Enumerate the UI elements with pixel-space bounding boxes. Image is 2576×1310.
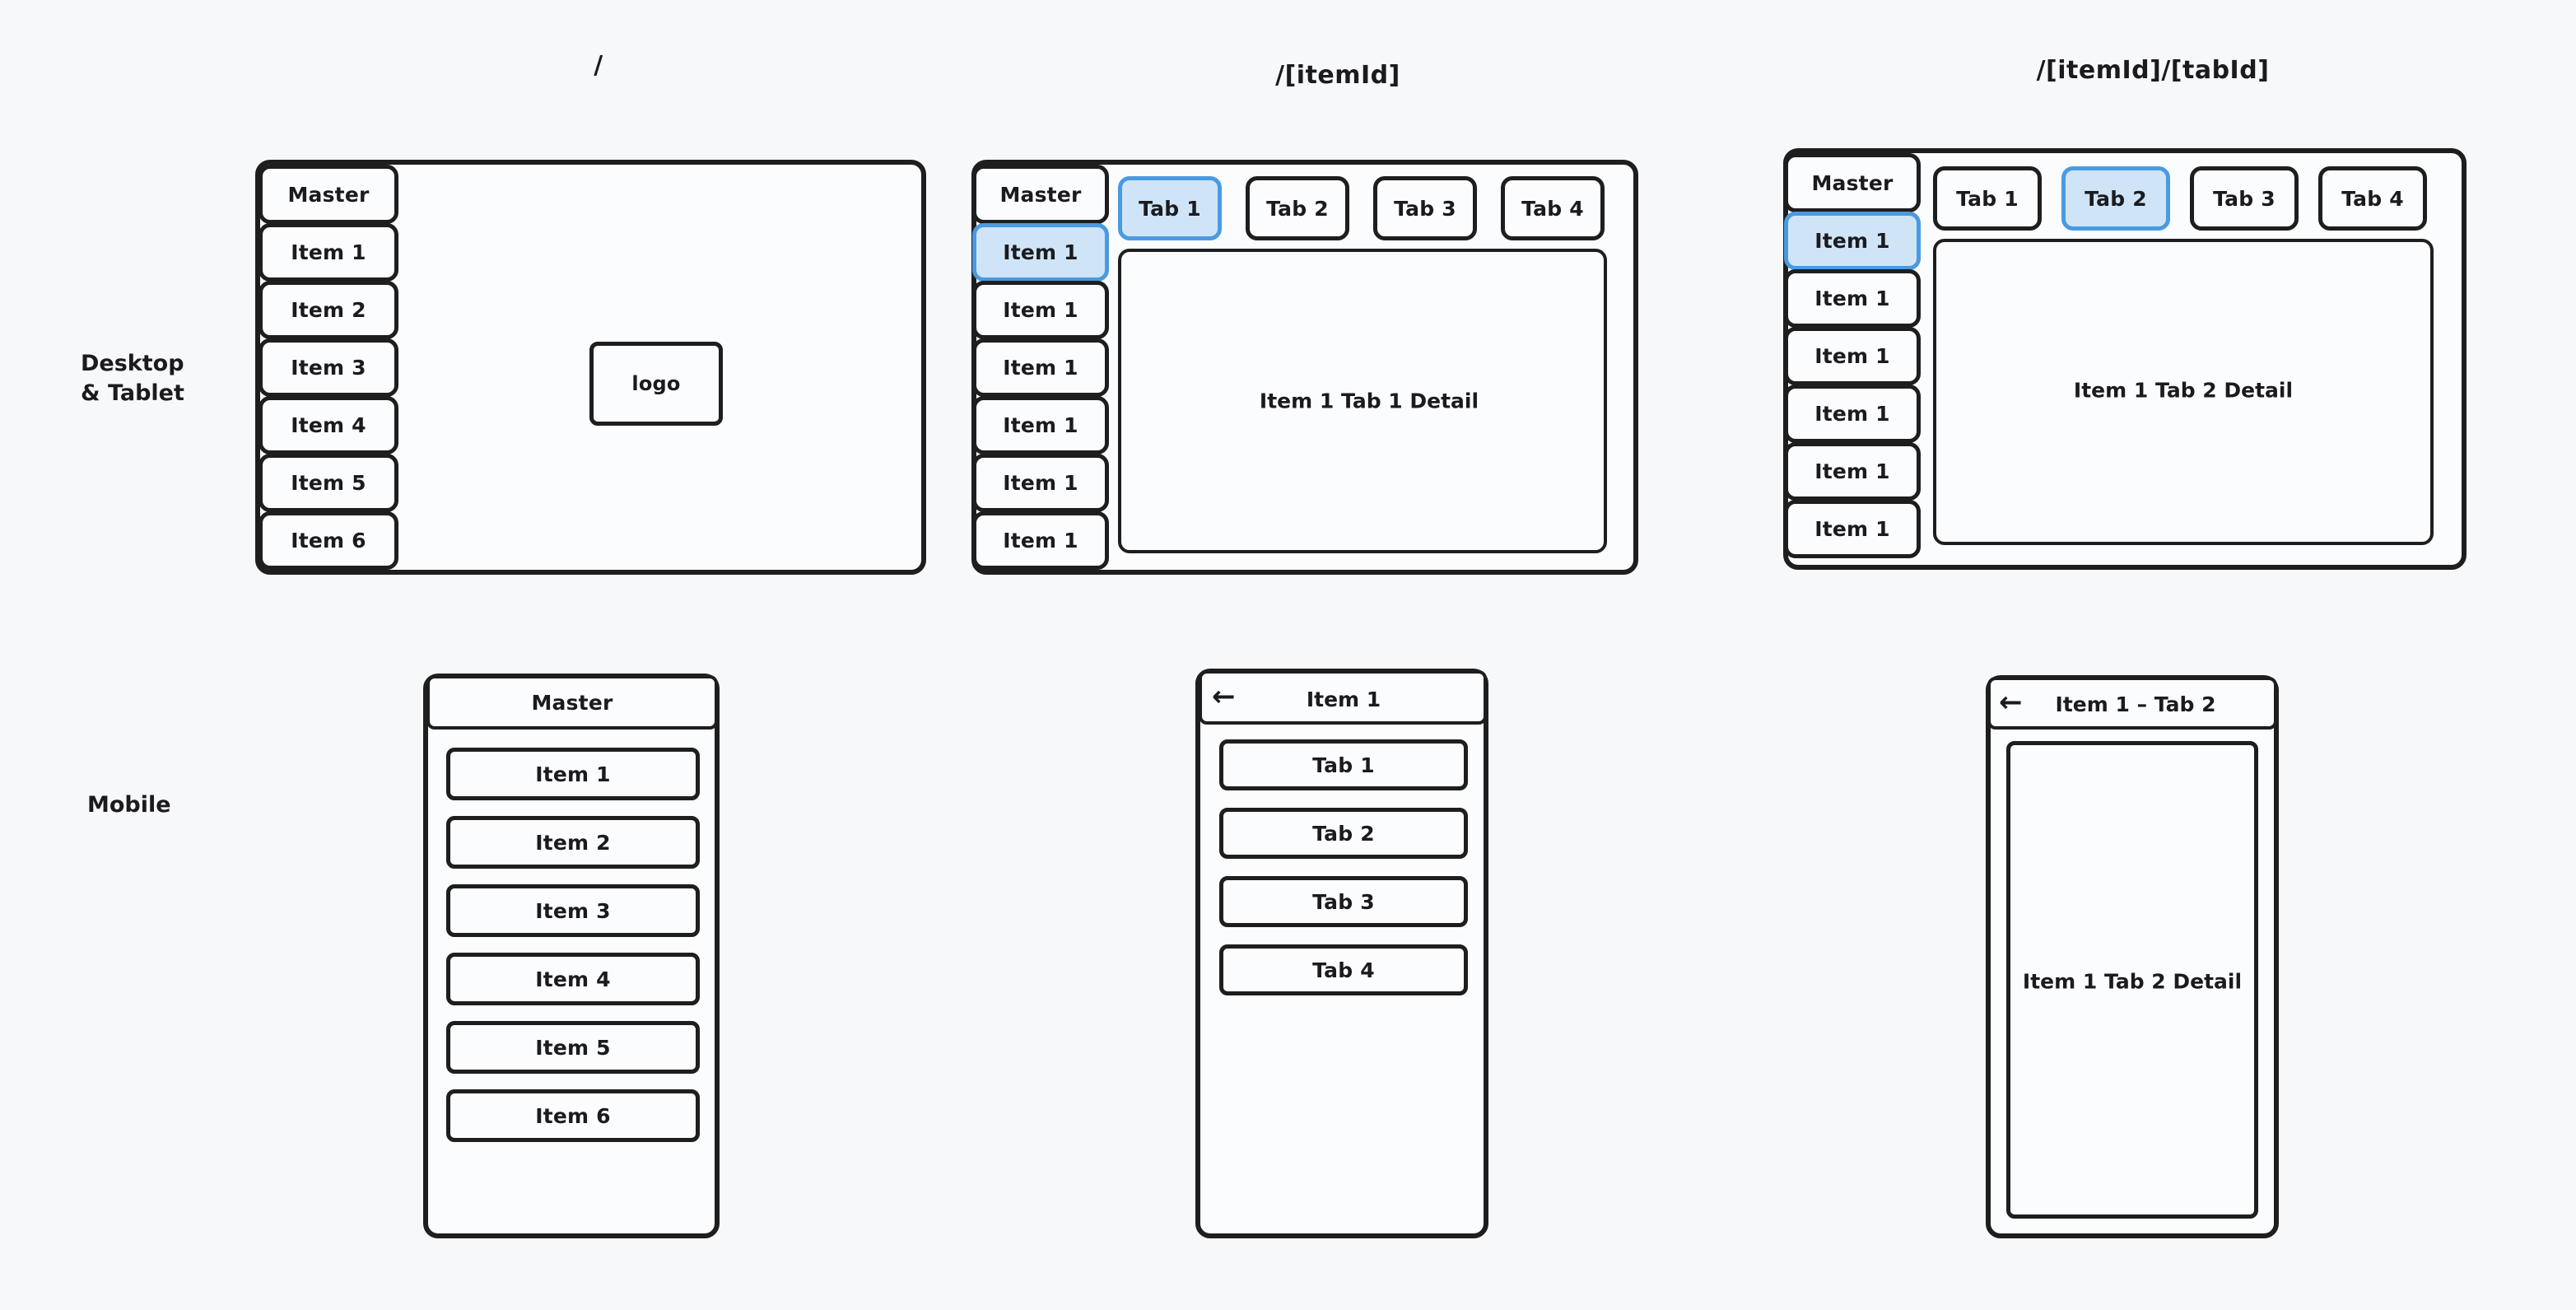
mobile-item-tab-row-1[interactable]: Tab 1 bbox=[1219, 739, 1468, 790]
route-title-item: /[itemId] bbox=[1275, 61, 1400, 90]
desktop-item-tab-tab-label-1: Tab 1 bbox=[1956, 186, 2019, 211]
desktop-item-nav-label-1: Item 1 bbox=[1003, 240, 1078, 264]
mobile-item-tab-label-2: Tab 2 bbox=[1312, 821, 1375, 846]
desktop-item-detail-panel bbox=[1118, 249, 1607, 553]
mobile-item-tab-row-4[interactable]: Tab 4 bbox=[1219, 944, 1468, 995]
desktop-root-nav-item-6[interactable]: Item 6 bbox=[259, 511, 398, 570]
mobile-item-tab-detail-text: Item 1 Tab 2 Detail bbox=[2022, 969, 2243, 994]
desktop-root-nav-label-1: Item 1 bbox=[291, 240, 366, 264]
desktop-item-tab-nav-label-6: Item 1 bbox=[1814, 517, 1890, 541]
desktop-item-nav-item-1[interactable]: Item 1 bbox=[972, 223, 1109, 282]
breakpoint-label-mobile: Mobile bbox=[87, 792, 171, 818]
desktop-root-nav-item-5[interactable]: Item 5 bbox=[259, 454, 398, 512]
desktop-item-tab-3[interactable]: Tab 3 bbox=[1373, 176, 1477, 240]
desktop-root-master-header: Master bbox=[259, 165, 398, 224]
route-title-root: / bbox=[594, 51, 603, 80]
desktop-item-tab-nav-label-5: Item 1 bbox=[1814, 459, 1890, 483]
desktop-root-nav-item-1[interactable]: Item 1 bbox=[259, 223, 398, 282]
desktop-item-tab-label-4: Tab 4 bbox=[1521, 196, 1584, 221]
mobile-master-list-label-5: Item 5 bbox=[535, 1035, 611, 1060]
mobile-item-tab-row-3[interactable]: Tab 3 bbox=[1219, 876, 1468, 927]
desktop-item-tab-label-1: Tab 1 bbox=[1139, 196, 1201, 221]
desktop-item-tab-tab-label-4: Tab 4 bbox=[2341, 186, 2404, 211]
desktop-item-tab-tab-2[interactable]: Tab 2 bbox=[2061, 166, 2170, 231]
desktop-root-nav-item-4[interactable]: Item 4 bbox=[259, 396, 398, 455]
mobile-master-header-title: Master bbox=[531, 690, 613, 715]
mobile-item-tab-label-4: Tab 4 bbox=[1312, 958, 1375, 982]
desktop-item-tab-nav-item-3[interactable]: Item 1 bbox=[1784, 327, 1921, 385]
desktop-item-tab-4[interactable]: Tab 4 bbox=[1501, 176, 1605, 240]
desktop-item-master-header: Master bbox=[972, 165, 1109, 224]
desktop-item-tab-master-header: Master bbox=[1784, 153, 1921, 212]
mobile-master-list-label-6: Item 6 bbox=[535, 1103, 611, 1128]
desktop-item-tab-tab-label-2: Tab 2 bbox=[2085, 186, 2147, 211]
mobile-master-list-label-2: Item 2 bbox=[535, 830, 611, 855]
desktop-item-tab-2[interactable]: Tab 2 bbox=[1246, 176, 1349, 240]
desktop-item-tab-nav-item-4[interactable]: Item 1 bbox=[1784, 385, 1921, 443]
mobile-item-tab-header bbox=[1987, 677, 2277, 730]
desktop-root-master-label: Master bbox=[287, 182, 370, 207]
mobile-master-list-label-3: Item 3 bbox=[535, 898, 611, 923]
desktop-item-tab-detail-panel bbox=[1933, 239, 2434, 545]
desktop-item-tab-tab-label-3: Tab 3 bbox=[2213, 186, 2276, 211]
mobile-item-header bbox=[1199, 670, 1487, 725]
mobile-master-list-item-3[interactable]: Item 3 bbox=[446, 884, 700, 937]
desktop-item-tab-nav-item-2[interactable]: Item 1 bbox=[1784, 269, 1921, 328]
desktop-root-nav-label-6: Item 6 bbox=[291, 529, 366, 552]
mobile-master-header: Master bbox=[426, 675, 718, 730]
desktop-root-nav-label-5: Item 5 bbox=[291, 471, 366, 495]
mobile-master-list-item-4[interactable]: Item 4 bbox=[446, 953, 700, 1005]
desktop-root-nav-item-3[interactable]: Item 3 bbox=[259, 338, 398, 397]
desktop-item-nav-item-6[interactable]: Item 1 bbox=[972, 511, 1109, 570]
desktop-item-master-label: Master bbox=[999, 182, 1082, 207]
desktop-item-nav-label-5: Item 1 bbox=[1003, 471, 1078, 495]
desktop-item-nav-label-6: Item 1 bbox=[1003, 529, 1078, 552]
desktop-item-tab-label-3: Tab 3 bbox=[1394, 196, 1456, 221]
desktop-item-tab-nav-item-6[interactable]: Item 1 bbox=[1784, 500, 1921, 558]
mobile-master-list-label-1: Item 1 bbox=[535, 762, 611, 786]
desktop-item-tab-nav-label-4: Item 1 bbox=[1814, 402, 1890, 426]
mobile-item-tab-header-title: Item 1 – Tab 2 bbox=[2055, 692, 2216, 716]
back-arrow-icon[interactable]: ← bbox=[1212, 680, 1236, 713]
desktop-root-nav-label-2: Item 2 bbox=[291, 298, 366, 322]
desktop-item-tab-nav-item-5[interactable]: Item 1 bbox=[1784, 442, 1921, 501]
mobile-item-header-title: Item 1 bbox=[1306, 688, 1381, 711]
desktop-item-tab-nav-label-2: Item 1 bbox=[1814, 287, 1890, 310]
desktop-item-tab-nav-label-3: Item 1 bbox=[1814, 344, 1890, 368]
desktop-item-tab-nav-item-1[interactable]: Item 1 bbox=[1784, 212, 1921, 270]
mobile-item-tab-label-3: Tab 3 bbox=[1312, 889, 1375, 914]
desktop-item-tab-tab-4[interactable]: Tab 4 bbox=[2318, 166, 2427, 231]
desktop-item-nav-item-5[interactable]: Item 1 bbox=[972, 454, 1109, 512]
desktop-root-nav-item-2[interactable]: Item 2 bbox=[259, 281, 398, 339]
desktop-item-tab-master-label: Master bbox=[1811, 170, 1894, 195]
desktop-item-tab-tab-1[interactable]: Tab 1 bbox=[1933, 166, 2042, 231]
desktop-item-detail-text: Item 1 Tab 1 Detail bbox=[1259, 389, 1479, 413]
desktop-item-nav-label-2: Item 1 bbox=[1003, 298, 1078, 322]
logo-label: logo bbox=[631, 372, 681, 395]
breakpoint-label-desktop: Desktop & Tablet bbox=[81, 351, 184, 407]
mobile-master-list-label-4: Item 4 bbox=[535, 967, 611, 991]
desktop-item-nav-item-3[interactable]: Item 1 bbox=[972, 338, 1109, 397]
mobile-item-tab-label-1: Tab 1 bbox=[1312, 753, 1375, 777]
desktop-root-logo-box: logo bbox=[589, 342, 723, 426]
desktop-item-nav-item-2[interactable]: Item 1 bbox=[972, 281, 1109, 339]
desktop-item-nav-label-4: Item 1 bbox=[1003, 413, 1078, 437]
mobile-item-tab-detail-panel bbox=[2006, 741, 2258, 1219]
mobile-master-list-item-5[interactable]: Item 5 bbox=[446, 1021, 700, 1074]
mobile-item-tab-row-2[interactable]: Tab 2 bbox=[1219, 808, 1468, 859]
desktop-item-nav-label-3: Item 1 bbox=[1003, 356, 1078, 380]
desktop-item-nav-item-4[interactable]: Item 1 bbox=[972, 396, 1109, 455]
mobile-master-list-item-2[interactable]: Item 2 bbox=[446, 816, 700, 869]
desktop-root-nav-label-3: Item 3 bbox=[291, 356, 366, 380]
desktop-item-tab-tab-3[interactable]: Tab 3 bbox=[2190, 166, 2299, 231]
desktop-item-tab-1[interactable]: Tab 1 bbox=[1118, 176, 1222, 240]
mobile-master-list-item-6[interactable]: Item 6 bbox=[446, 1089, 700, 1142]
desktop-item-tab-label-2: Tab 2 bbox=[1266, 196, 1329, 221]
desktop-item-tab-nav-label-1: Item 1 bbox=[1814, 229, 1890, 253]
desktop-item-tab-detail-text: Item 1 Tab 2 Detail bbox=[2073, 378, 2294, 403]
route-title-item-tab: /[itemId]/[tabId] bbox=[2036, 56, 2270, 85]
desktop-root-nav-label-4: Item 4 bbox=[291, 413, 366, 437]
back-arrow-icon-detail[interactable]: ← bbox=[1999, 686, 2023, 719]
mobile-master-list-item-1[interactable]: Item 1 bbox=[446, 748, 700, 800]
